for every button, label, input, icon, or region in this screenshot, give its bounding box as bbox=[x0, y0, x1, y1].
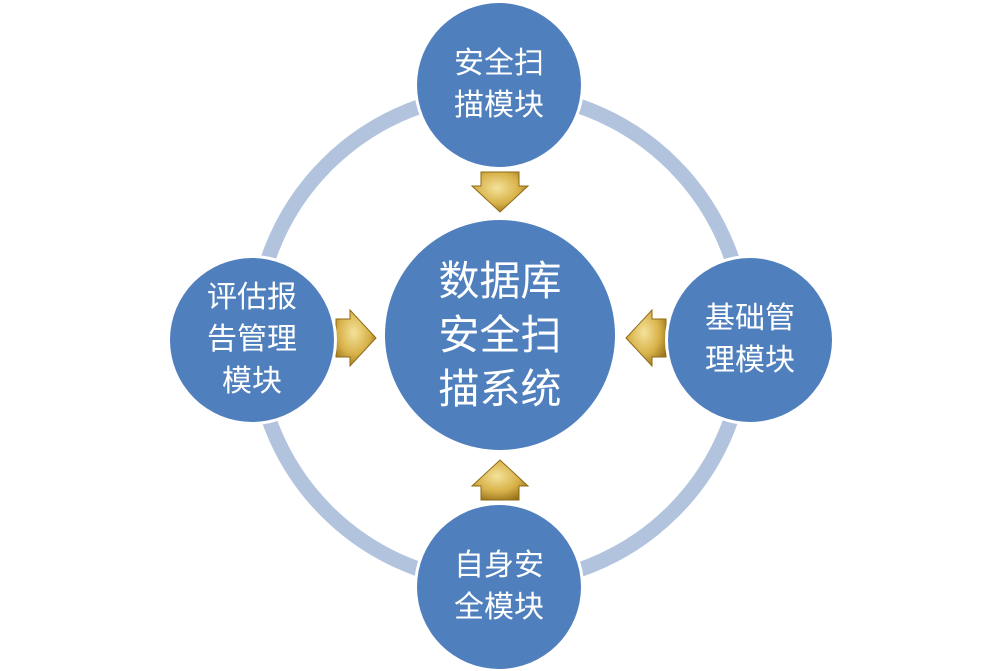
center-node-database-scan-system: 数据库 安全扫 描系统 bbox=[385, 220, 615, 450]
node-label-top: 安全扫 描模块 bbox=[454, 46, 544, 123]
node-basic-management-module: 基础管 理模块 bbox=[668, 258, 832, 422]
node-label-bottom: 自身安 全模块 bbox=[454, 548, 544, 625]
arrow-down-icon bbox=[470, 171, 530, 213]
node-security-scan-module: 安全扫 描模块 bbox=[417, 3, 581, 167]
arrow-left-icon bbox=[625, 308, 667, 368]
arrow-up-icon bbox=[470, 459, 530, 501]
center-node-label: 数据库 安全扫 描系统 bbox=[438, 257, 562, 413]
node-label-left: 评估报 告管理 模块 bbox=[207, 280, 297, 399]
node-label-right: 基础管 理模块 bbox=[705, 301, 795, 378]
node-report-management-module: 评估报 告管理 模块 bbox=[170, 258, 334, 422]
arrow-right-icon bbox=[335, 308, 377, 368]
node-self-security-module: 自身安 全模块 bbox=[417, 505, 581, 669]
